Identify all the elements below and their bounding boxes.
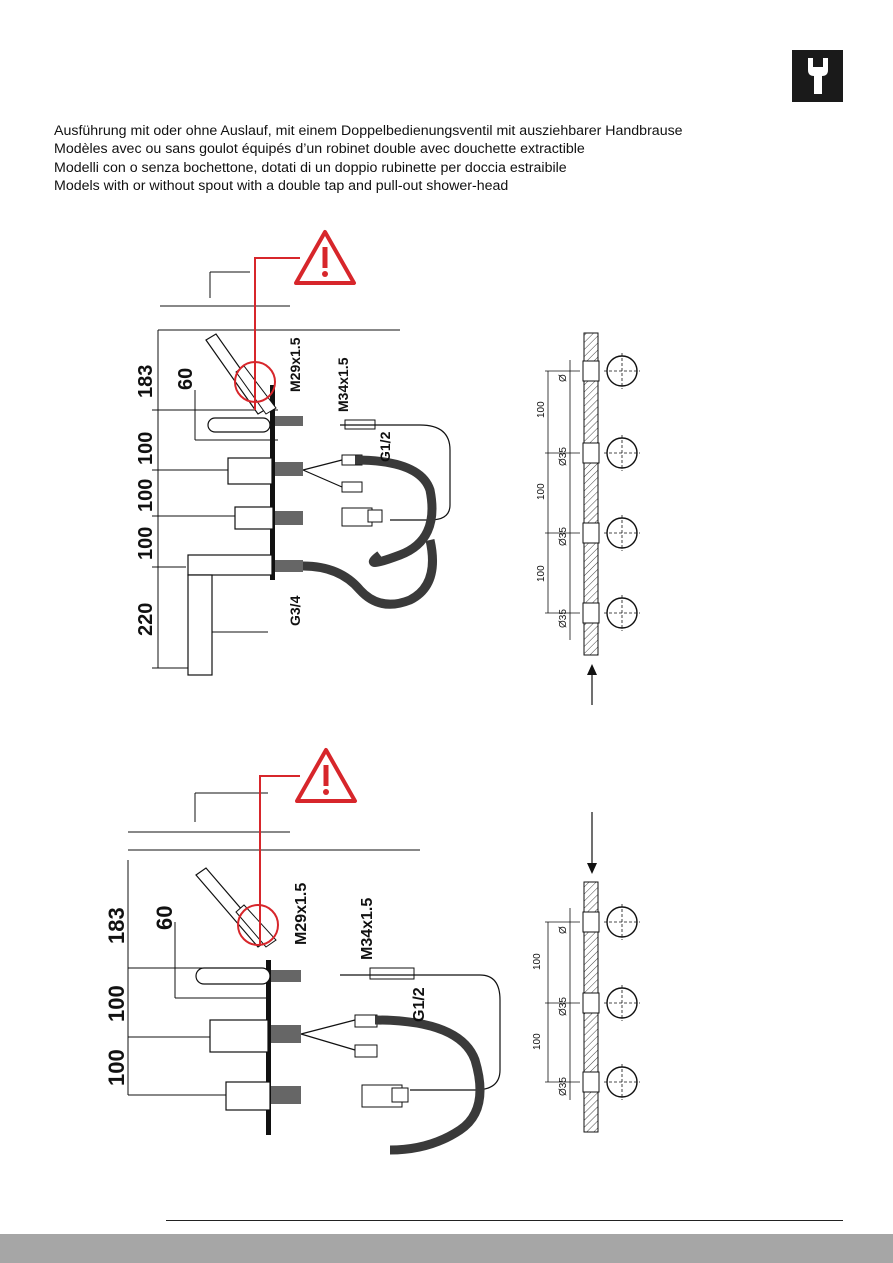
thread-top-m29: M29x1.5 (287, 337, 303, 392)
dim-top-220: 220 (135, 603, 157, 636)
intro-line-en: Models with or without spout with a doub… (54, 178, 509, 195)
diagram-bottom: 183 60 100 100 M29x1.5 M34x1.5 G1/2 (104, 748, 640, 1155)
spacing-bottom-1: 100 (532, 953, 543, 970)
thread-bottom-m34: M34x1.5 (359, 898, 376, 960)
diameter-top-3: Ø35 (558, 527, 569, 546)
arrow-down-icon (587, 812, 597, 874)
dim-bottom-183: 183 (104, 907, 129, 944)
thread-bottom-m29: M29x1.5 (293, 883, 310, 945)
warning-triangle-icon (295, 748, 357, 803)
footer-band (0, 1234, 893, 1263)
dim-bottom-100-b: 100 (104, 1049, 129, 1086)
dim-top-100-b: 100 (135, 479, 157, 512)
diagram-top: 183 60 100 100 100 220 M29x1.5 M34x1.5 G… (135, 230, 640, 705)
spacing-bottom-2: 100 (532, 1033, 543, 1050)
thread-bottom-g12: G1/2 (411, 987, 428, 1022)
diameter-top-1: Ø (558, 374, 569, 382)
spacing-top-3: 100 (536, 565, 547, 582)
footer-rule (166, 1220, 843, 1221)
spacing-top-1: 100 (536, 401, 547, 418)
intro-text: Ausführung mit oder ohne Auslauf, mit ei… (54, 122, 683, 196)
thread-top-m34: M34x1.5 (335, 357, 351, 412)
intro-line-fr: Modèles avec ou sans goulot équipés d’un… (54, 141, 585, 158)
dim-bottom-60: 60 (152, 906, 177, 930)
dim-top-60: 60 (175, 368, 197, 390)
spacing-top-2: 100 (536, 483, 547, 500)
wrench-icon (792, 50, 843, 102)
intro-line-it: Modelli con o senza bochettone, dotati d… (54, 159, 567, 176)
thread-top-g12: G1/2 (377, 431, 393, 462)
diameter-bottom-1: Ø (558, 926, 569, 934)
diameter-bottom-2: Ø35 (558, 997, 569, 1016)
intro-line-de: Ausführung mit oder ohne Auslauf, mit ei… (54, 123, 683, 139)
diameter-bottom-3: Ø35 (558, 1077, 569, 1096)
diameter-top-4: Ø35 (558, 609, 569, 628)
diameter-top-2: Ø35 (558, 447, 569, 466)
dim-top-100-a: 100 (135, 432, 157, 465)
warning-triangle-icon (294, 230, 356, 285)
dim-top-100-c: 100 (135, 527, 157, 560)
dim-bottom-100-a: 100 (104, 985, 129, 1022)
dim-top-183: 183 (135, 365, 157, 398)
arrow-up-icon (587, 664, 597, 705)
thread-top-g34: G3/4 (287, 595, 303, 626)
